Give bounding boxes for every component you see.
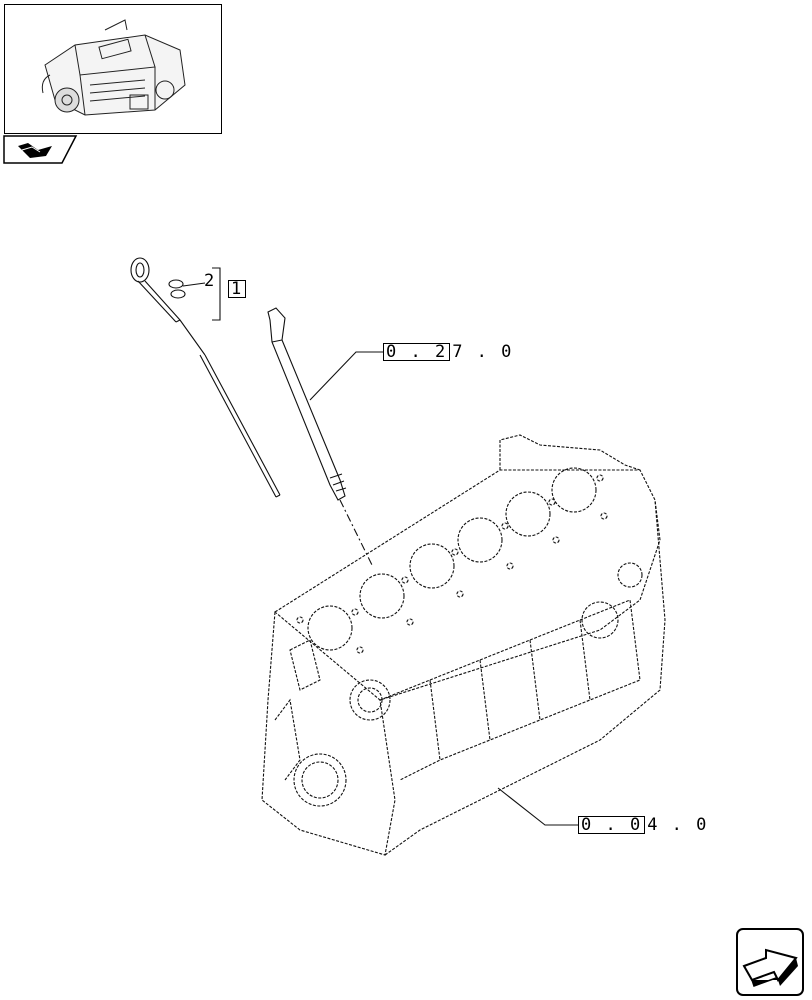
- tube-leader: [309, 351, 384, 401]
- tube-ref-boxed[interactable]: 0 . 2: [383, 343, 451, 361]
- dipstick: [130, 257, 281, 498]
- book-tab-icon: [18, 143, 52, 158]
- callout-bracket: [212, 267, 221, 321]
- block-leader: [497, 787, 578, 826]
- next-page-button[interactable]: [736, 928, 804, 996]
- dipstick-tube: [267, 307, 384, 501]
- dipstick-part-ref[interactable]: 1: [228, 280, 247, 298]
- callout-dipstick-ref[interactable]: 1: [228, 279, 247, 299]
- callout-dipstick: 2: [202, 271, 218, 291]
- engine-thumbnail: [4, 4, 222, 134]
- next-page-arrow-icon: [736, 928, 804, 996]
- block-ref-rest: 4 . 0: [647, 815, 709, 835]
- dipstick-quantity: 2: [204, 271, 217, 291]
- o-rings: [168, 279, 206, 299]
- tube-ref-rest: 7 . 0: [452, 342, 514, 362]
- block-ref-boxed[interactable]: 0 . 0: [578, 816, 646, 834]
- engine-thumbnail-icon: [41, 19, 186, 116]
- engine-block: [261, 434, 666, 856]
